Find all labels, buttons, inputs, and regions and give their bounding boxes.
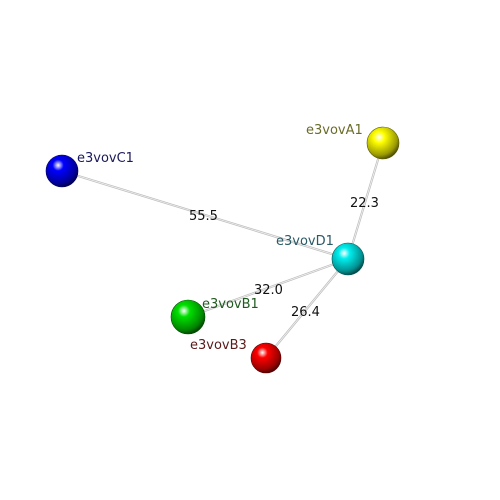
edge-highlight-e3vovC1-e3vovD1 <box>61 170 349 260</box>
edge-label-e3vovA1-e3vovD1: 22.3 <box>350 196 379 211</box>
edge-label-e3vovB1-e3vovD1: 32.0 <box>254 283 283 298</box>
edge-highlight-e3vovB1-e3vovD1 <box>187 258 349 318</box>
node-e3vovB3[interactable] <box>250 342 282 374</box>
node-e3vovB1[interactable] <box>170 299 206 335</box>
node-label-e3vovB3: e3vovB3 <box>190 338 247 353</box>
edge-highlight-e3vovB3-e3vovD1 <box>265 258 349 359</box>
edge-label-e3vovB3-e3vovD1: 26.4 <box>291 305 320 320</box>
node-e3vovA1[interactable] <box>366 126 400 160</box>
node-e3vovC1[interactable] <box>45 154 79 188</box>
node-label-e3vovC1: e3vovC1 <box>77 151 134 166</box>
node-label-e3vovB1: e3vovB1 <box>202 297 259 312</box>
nodes-layer <box>45 126 400 374</box>
node-labels-layer: e3vovA1 e3vovB1 e3vovB3 e3vovC1 e3vovD1 <box>77 123 363 353</box>
node-label-e3vovD1: e3vovD1 <box>276 234 334 249</box>
edge-labels-layer: 55.5 22.3 32.0 26.4 <box>189 196 379 320</box>
edges-layer <box>60 141 385 360</box>
node-e3vovD1[interactable] <box>331 242 365 276</box>
edge-highlight-e3vovA1-e3vovD1 <box>347 142 384 260</box>
edge-label-e3vovC1-e3vovD1: 55.5 <box>189 209 218 224</box>
node-label-e3vovA1: e3vovA1 <box>306 123 363 138</box>
